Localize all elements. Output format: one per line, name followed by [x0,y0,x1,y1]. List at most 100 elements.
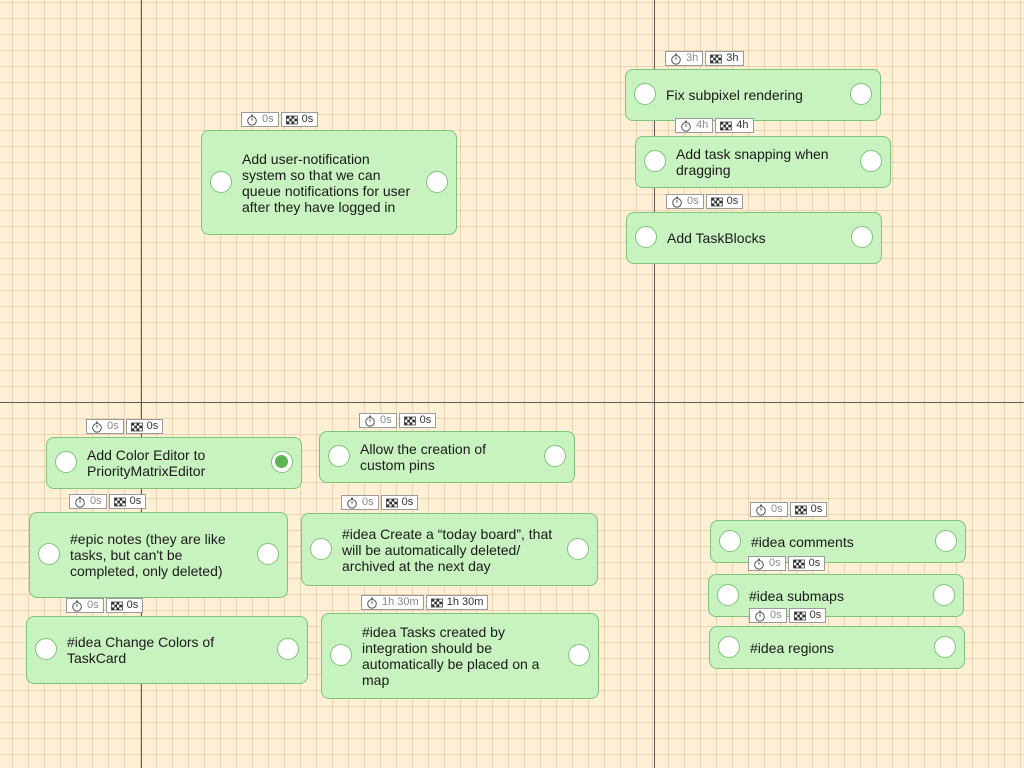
right-pin[interactable] [257,543,279,565]
right-pin[interactable] [567,537,589,560]
right-pin[interactable] [277,638,299,660]
spent-badge[interactable]: 0s [105,598,144,613]
task-card-5[interactable]: Add Color Editor to PriorityMatrixEditor… [46,419,302,489]
task-title[interactable]: #idea Change Colors of TaskCard [67,634,215,666]
estimate-badge[interactable]: 1h 30m [361,595,424,610]
left-pin[interactable] [38,543,60,565]
left-pin[interactable] [634,83,656,105]
estimate-badge[interactable]: 0s [748,556,786,571]
left-pin[interactable] [330,644,352,666]
right-pin[interactable] [934,635,956,658]
left-pin[interactable] [328,445,350,467]
task-title[interactable]: #epic notes (they are like tasks, but ca… [70,531,226,579]
right-pin[interactable] [851,226,873,248]
task-time-badges: 3h 3h [665,51,744,66]
task-card-body[interactable]: Add Color Editor to PriorityMatrixEditor [46,437,302,489]
task-card-body[interactable]: #idea Tasks created by integration shoul… [321,613,599,699]
estimate-badge[interactable]: 0s [241,112,279,127]
horizontal-axis [0,402,1024,403]
estimate-badge[interactable]: 0s [86,419,124,434]
task-card-body[interactable]: Add TaskBlocks [626,212,882,264]
checkered-flag-icon [794,505,807,514]
estimate-badge[interactable]: 3h [665,51,704,66]
left-pin[interactable] [35,638,57,660]
task-card-2[interactable]: Fix subpixel rendering 3h [625,51,881,121]
task-card-body[interactable]: Add task snapping when dragging [635,136,891,188]
estimate-badge[interactable]: 0s [666,194,704,209]
task-title[interactable]: Add TaskBlocks [667,230,766,246]
checkered-flag-icon [403,416,416,425]
task-card-body[interactable]: Add user-notification system so that we … [201,130,457,235]
task-card-body[interactable]: #idea Change Colors of TaskCard [26,616,308,684]
estimate-badge[interactable]: 0s [749,608,787,623]
task-title[interactable]: #idea Tasks created by integration shoul… [362,624,540,688]
task-card-7[interactable]: #epic notes (they are like tasks, but ca… [29,494,288,598]
task-card-body[interactable]: #idea submaps [708,574,964,617]
task-time-badges: 0s 0s [666,194,744,209]
task-title[interactable]: #idea submaps [749,587,844,604]
task-title[interactable]: Add user-notification system so that we … [242,150,411,215]
right-pin[interactable] [850,83,872,105]
spent-badge[interactable]: 0s [108,494,147,509]
estimate-badge[interactable]: 0s [69,494,107,509]
left-pin[interactable] [718,635,740,658]
left-pin[interactable] [719,529,741,552]
left-pin[interactable] [717,583,739,606]
task-title[interactable]: Add task snapping when dragging [676,146,829,178]
spent-badge[interactable]: 4h [715,118,754,133]
task-card-13[interactable]: #idea regions 0s [709,608,965,669]
left-pin[interactable] [55,451,77,473]
left-pin[interactable] [310,537,332,560]
task-title[interactable]: #idea comments [751,533,854,550]
spent-badge[interactable]: 0s [398,413,437,428]
spent-badge[interactable]: 0s [280,112,319,127]
spent-badge[interactable]: 0s [788,608,827,623]
spent-badge[interactable]: 0s [125,419,164,434]
left-pin[interactable] [210,170,232,193]
estimate-badge[interactable]: 0s [750,502,788,517]
right-pin[interactable] [860,150,882,172]
task-title[interactable]: #idea Create a “today board”, that will … [342,525,553,574]
task-card-1[interactable]: Add user-notification system so that we … [201,112,457,235]
estimate-badge[interactable]: 0s [359,413,397,428]
right-pin[interactable] [933,583,955,606]
estimate-value: 0s [770,609,782,621]
task-card-4[interactable]: Add TaskBlocks 0s [626,194,882,264]
task-card-body[interactable]: Fix subpixel rendering [625,69,881,121]
left-pin[interactable] [644,150,666,172]
task-card-11[interactable]: #idea comments 0s [710,502,966,563]
task-card-body[interactable]: #epic notes (they are like tasks, but ca… [29,512,288,598]
task-title[interactable]: Fix subpixel rendering [666,87,803,103]
spent-badge[interactable]: 1h 30m [425,595,489,610]
estimate-value: 0s [90,495,102,507]
task-title[interactable]: Add Color Editor to PriorityMatrixEditor [87,447,206,479]
task-card-10[interactable]: #idea Tasks created by integration shoul… [321,595,599,699]
stopwatch-icon [92,421,102,433]
task-card-3[interactable]: Add task snapping when dragging 4h [635,118,891,188]
task-card-6[interactable]: Allow the creation of custom pins 0s [319,413,575,483]
right-pin[interactable] [426,170,448,193]
estimate-badge[interactable]: 0s [66,598,104,613]
task-card-9[interactable]: #idea Change Colors of TaskCard 0s [26,598,308,684]
task-card-body[interactable]: #idea Create a “today board”, that will … [301,513,598,586]
task-time-badges: 0s 0s [359,413,437,428]
right-pin[interactable] [935,529,957,552]
right-pin[interactable] [544,445,566,467]
spent-badge[interactable]: 0s [705,194,744,209]
task-title[interactable]: #idea regions [750,639,835,656]
task-card-body[interactable]: Allow the creation of custom pins [319,431,575,483]
right-pin[interactable] [271,451,293,473]
task-card-body[interactable]: #idea comments [710,520,966,563]
left-pin[interactable] [635,226,657,248]
estimate-badge[interactable]: 4h [675,118,714,133]
task-title[interactable]: Allow the creation of custom pins [360,441,487,473]
spent-badge[interactable]: 0s [380,495,419,510]
spent-badge[interactable]: 3h [705,51,744,66]
right-pin[interactable] [568,644,590,666]
task-card-12[interactable]: #idea submaps 0s [708,556,964,617]
estimate-badge[interactable]: 0s [341,495,379,510]
spent-badge[interactable]: 0s [789,502,828,517]
spent-badge[interactable]: 0s [787,556,826,571]
task-card-body[interactable]: #idea regions [709,626,965,669]
task-card-8[interactable]: #idea Create a “today board”, that will … [301,495,598,586]
